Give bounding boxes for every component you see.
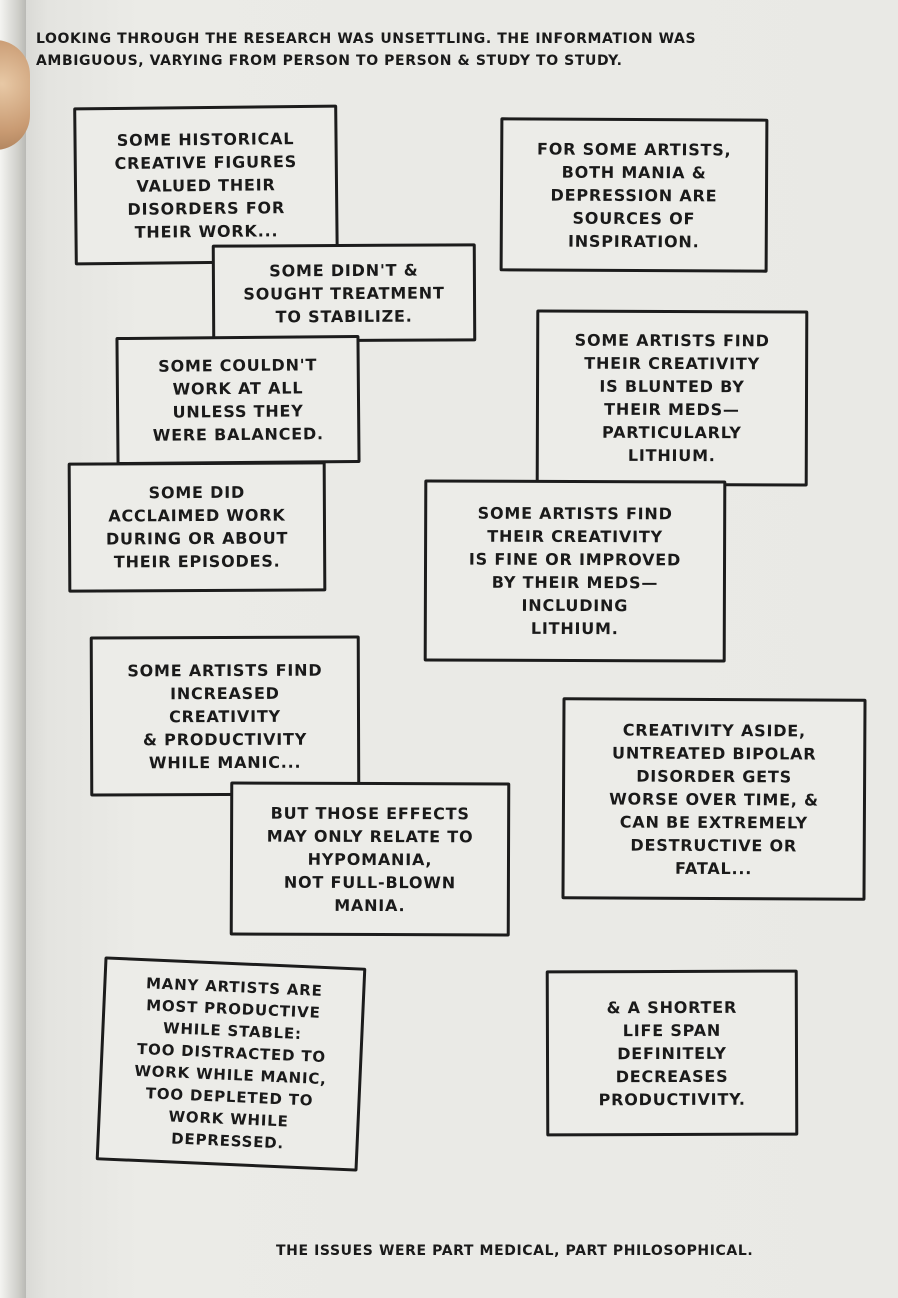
panel-text: Some couldn't work at all unless they we… [152, 355, 324, 445]
panel-mania-depression-inspiration: For some artists, both mania & depressio… [499, 117, 769, 273]
panel-productive-while-stable: Many artists are most productive while s… [95, 956, 367, 1172]
panel-text: Many artists are most productive while s… [134, 974, 328, 1153]
panel-text: Some didn't & sought treatment to stabil… [243, 260, 445, 326]
panel-untreated-bipolar: Creativity aside, untreated bipolar diso… [561, 697, 867, 901]
thumb-photo [0, 40, 30, 150]
panel-acclaimed-work: Some did acclaimed work during or about … [67, 461, 327, 593]
panel-creativity-blunted: Some artists find their creativity is bl… [535, 309, 809, 487]
panel-text: Some artists find their creativity is fi… [468, 503, 682, 639]
panel-increased-creativity-manic: Some artists find increased creativity &… [89, 635, 361, 797]
panel-historical-figures: Some historical creative figures valued … [73, 104, 339, 266]
panel-text: Some did acclaimed work during or about … [105, 482, 289, 572]
panel-text: Creativity aside, untreated bipolar diso… [609, 720, 819, 878]
panel-text: Some historical creative figures valued … [114, 128, 298, 242]
panel-sought-treatment: Some didn't & sought treatment to stabil… [211, 243, 477, 343]
panel-hypomania: But those effects may only relate to hyp… [229, 781, 511, 937]
book-spine [0, 0, 26, 1298]
panel-text: & a shorter life span definitely decreas… [598, 997, 746, 1109]
closing-caption: The issues were part medical, part philo… [276, 1243, 754, 1259]
panel-creativity-improved: Some artists find their creativity is fi… [423, 479, 727, 663]
panel-could-not-work: Some couldn't work at all unless they we… [115, 334, 361, 466]
panel-text: For some artists, both mania & depressio… [536, 138, 732, 251]
panel-text: Some artists find increased creativity &… [127, 660, 323, 772]
intro-caption: Looking through the research was unsettl… [36, 31, 697, 69]
panel-text: But those effects may only relate to hyp… [266, 803, 474, 915]
panel-shorter-life-span: & a shorter life span definitely decreas… [545, 969, 799, 1137]
panel-text: Some artists find their creativity is bl… [574, 330, 770, 466]
